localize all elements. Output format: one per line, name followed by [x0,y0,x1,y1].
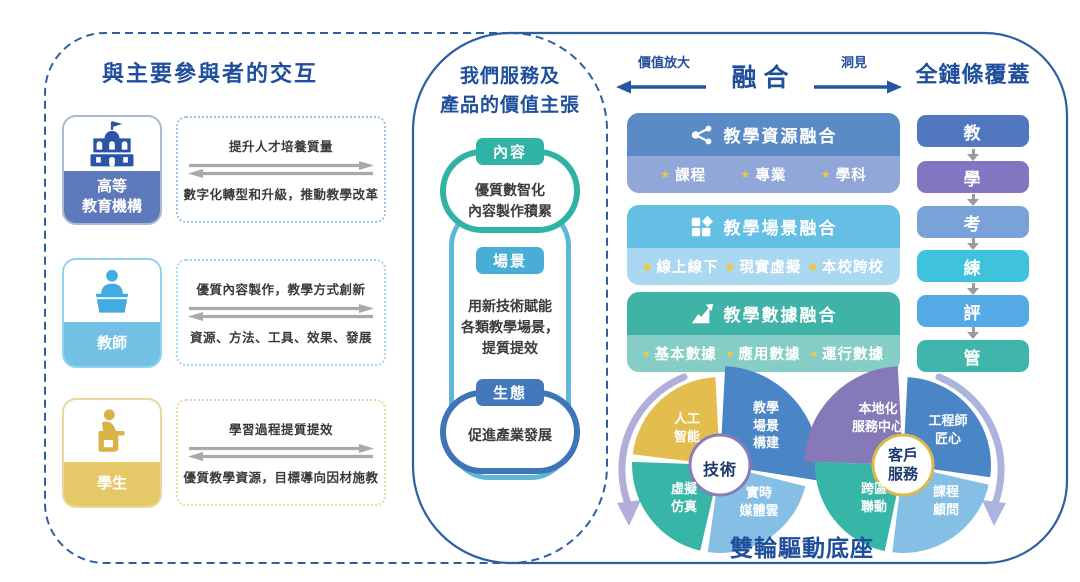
star-bullet-icon: ★ [660,169,672,181]
right-arrow-icon [814,80,902,94]
fusion-scenes-header: 教學場景融合 [627,205,900,248]
fusion-box-resources: 教學資源融合 ★課程 ★專業 ★學科 [627,113,900,193]
outer-dashed-border [44,32,608,564]
student-bottom-text: 優質教學資源，目標導向因材施教 [183,471,379,485]
chain-step-practice: 練 [917,250,1029,282]
fusion-item: ●基本數據 [643,347,717,363]
chain-step-teach: 教 [917,115,1029,147]
wheel-label-virtual-sim: 虛擬 仿真 [670,481,697,514]
right-solid-border [411,31,1069,565]
wheel-label-engineer: 工程師 匠心 [928,413,968,446]
fusion-resources-header: 教學資源融合 [627,113,900,156]
down-arrow-icon [966,238,980,250]
actor-card-teacher: 教師 [62,258,162,368]
dot-bullet-icon: ● [726,347,735,360]
share-network-icon [691,125,711,144]
fusion-item: ●應用數據 [726,347,801,363]
wheel-center-technology: 技術 [702,462,737,479]
fusion-box-scenes: 教學場景融合 ◆線上線下 ◆現實虛擬 ◆本校跨校 [627,205,900,285]
teacher-bottom-text: 資源、方法、工具、效果、發展 [189,331,372,345]
fusion-item: ●運行數據 [810,347,884,363]
actor-card-student: 學生 [62,398,162,508]
chain-step-evaluate: 評 [917,295,1029,327]
actor-label-student: 學生 [64,462,160,506]
content-badge: 內容 [476,138,544,165]
ecosystem-badge: 生態 [476,379,544,406]
insight-label: 洞見 [840,55,867,70]
teacher-top-text: 優質內容製作，教學方式創新 [196,283,366,297]
star-bullet-icon: ★ [740,169,752,181]
left-panel-title: 與主要參與者的交互 [101,61,318,86]
down-arrow-icon [966,149,980,161]
fusion-item: ◆本校跨校 [808,260,884,276]
wheel-center-customer-service: 客戶 服務 [887,447,918,483]
dot-bullet-icon: ◆ [808,261,818,273]
wheel-label-ai: 人工 智能 [673,411,700,444]
down-arrow-icon [966,327,980,339]
school-building-icon [64,117,160,171]
fusion-resources-items: ★課程 ★專業 ★學科 [627,156,900,193]
dot-bullet-icon: ◆ [643,261,653,273]
institution-exchange-box: 提升人才培養質量 數字化轉型和升級，推動教學改革 [176,116,386,223]
value-amplify-label: 價值放大 [637,55,690,70]
chain-step-manage: 管 [917,340,1029,372]
two-way-arrow-icon [188,444,374,461]
fusion-data-items: ●基本數據 ●應用數據 ●運行數據 [627,335,900,372]
fusion-title: 融 合 [731,64,789,92]
teacher-exchange-box: 優質內容製作，教學方式創新 資源、方法、工具、效果、發展 [176,259,386,366]
full-chain-title: 全鏈條覆蓋 [915,62,1031,87]
wheel-label-local-service: 本地化 服務中心 [851,401,904,434]
wheel-label-media-cloud: 實時 媒體雲 [739,485,779,518]
institution-top-text: 提升人才培養質量 [228,140,333,154]
down-arrow-icon [966,283,980,295]
fusion-box-data: 教學數據融合 ●基本數據 ●應用數據 ●運行數據 [627,292,900,372]
blocks-grid-icon [691,215,713,236]
two-way-arrow-icon [188,304,374,321]
fusion-item: ★課程 [660,168,707,184]
teacher-podium-icon [64,260,160,322]
scene-text: 用新技術賦能 各類教學場景， 提質提效 [461,298,559,356]
dot-bullet-icon: ● [643,347,651,360]
institution-bottom-text: 數字化轉型和升級，推動教學改革 [183,188,379,202]
wheel-label-scene-build: 教學 場景 構建 [752,400,779,451]
dot-bullet-icon: ◆ [725,261,736,273]
student-exchange-box: 學習過程提質提效 優質教學資源，目標導向因材施教 [176,399,386,506]
wheel-label-cross-region: 跨區 聯動 [860,481,887,514]
cw-curved-arrow-icon [935,373,1005,513]
wheel-label-course-advisor: 課程 顧問 [932,484,959,517]
actor-label-teacher: 教師 [64,322,160,366]
chain-step-exam: 考 [917,206,1029,238]
actor-card-institution: 高等 教育機構 [62,115,162,225]
fusion-item: ◆線上線下 [643,260,719,276]
left-arrow-icon [616,80,706,94]
middle-panel-title: 我們服務及 產品的價值主張 [439,66,580,117]
star-bullet-icon: ★ [820,169,832,181]
chain-step-learn: 學 [917,161,1029,193]
chart-growth-icon [691,303,713,323]
dual-wheel-caption: 雙輪驅動底座 [730,535,874,561]
student-top-text: 學習過程提質提效 [228,423,333,437]
actor-label-institution: 高等 教育機構 [64,171,160,223]
down-arrow-icon [966,194,980,206]
fusion-item: ★專業 [740,168,787,184]
fusion-data-header: 教學數據融合 [627,292,900,335]
technology-wheel [617,366,820,553]
scene-badge: 場景 [476,247,544,274]
customer-service-wheel [804,366,1006,553]
ccw-curved-arrow-icon [618,373,688,513]
student-desk-icon [64,400,160,462]
dot-bullet-icon: ● [810,347,818,360]
two-way-arrow-icon [188,161,374,178]
ecosystem-text: 促進產業發展 [468,427,552,443]
fusion-scenes-items: ◆線上線下 ◆現實虛擬 ◆本校跨校 [627,248,900,285]
fusion-item: ◆現實虛擬 [725,260,802,276]
content-text: 優質數智化 內容製作積累 [468,182,552,219]
fusion-item: ★學科 [820,168,867,184]
